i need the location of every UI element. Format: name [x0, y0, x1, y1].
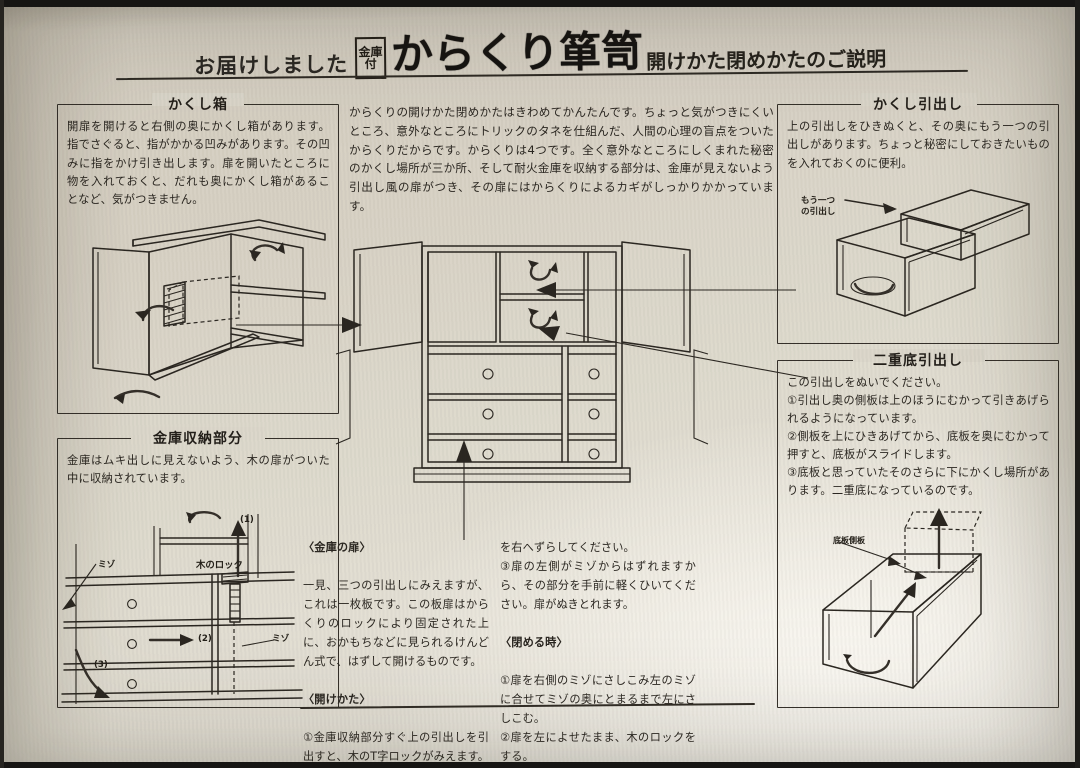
bottom-column-left: 〈金庫の扉〉 一見、三つの引出しにみえますが、これは一枚板です。この板扉はからく… — [303, 519, 489, 768]
headline-safe-badge: 金庫 付 — [354, 36, 387, 80]
photo-edge-right — [1075, 0, 1080, 768]
label-another-drawer: もう一つ の引出し — [801, 196, 836, 217]
cabinet-main-illustration — [335, 241, 709, 483]
panel-nijuzoko-title: 二重底引出し — [777, 350, 1059, 370]
label-step-2: (2) — [198, 634, 212, 644]
headline-badge-line2: 付 — [364, 56, 377, 72]
photo-edge-bottom — [0, 762, 1080, 768]
intro-paragraph: からくりの開けかた閉めかたはきわめてかんたんです。ちょっと気がつきにくいところ、… — [349, 105, 774, 213]
bottom-column-right: を右へずらしてください。 ③扉の左側がミゾからはずれますから、その部分を手前に軽… — [500, 519, 696, 768]
bottom-right-body-1: を右へずらしてください。 ③扉の左側がミゾからはずれますから、その部分を手前に軽… — [500, 541, 696, 612]
photo-edge-top — [0, 0, 1080, 7]
label-step-1: (1) — [240, 515, 254, 525]
bottom-right-body-2: ①扉を右側のミゾにさしこみ左のミゾに合せてミゾの奥にとまるまで左にさしこむ。 ②… — [500, 674, 696, 764]
bottom-left-body-2: ①金庫収納部分すぐ上の引出しを引出すと、木のT字ロックがみえます。このロックをね… — [303, 731, 489, 764]
headline-main-title: からくり箪笥 — [390, 26, 644, 79]
panel-kakushi-hikidashi-text: 上の引出しをひきぬくと、その奥にもう一つの引出しがあります。ちょっと秘密にしてお… — [787, 120, 1050, 170]
cabinet-callout-arrows — [236, 282, 809, 540]
kakushi-bako-illustration — [92, 219, 326, 404]
panel-kakushi-bako-text: 開扉を開けると右側の奥にかくし箱があります。指でさぐると、指がかかる凹みがありま… — [67, 120, 330, 207]
panel-kakushi-hikidashi-title: かくし引出し — [777, 94, 1059, 114]
panel-nijuzoko-text: この引出しをぬいでください。 ①引出し奥の側板は上のほうにむかって引きあげられる… — [787, 376, 1050, 498]
panel-kinko-shuno-text: 金庫はムキ出しに見えないよう、木の扉がついた中に収納されています。 — [67, 454, 330, 486]
photo-edge-left — [0, 0, 4, 768]
label-groove-left: ミゾ — [98, 560, 116, 570]
bottom-left-body-1: 一見、三つの引出しにみえますが、これは一枚板です。この板扉はからくりのロックによ… — [303, 579, 489, 669]
panel-kinko-shuno: 金庫収納部分 金庫はムキ出しに見えないよう、木の扉がついた中に収納されています。 — [57, 427, 339, 708]
label-wooden-lock: 木のロック — [196, 560, 243, 571]
panel-kakushi-bako-title: かくし箱 — [57, 94, 339, 114]
bottom-left-heading-2: 〈開けかた〉 — [303, 693, 371, 707]
panel-kinko-shuno-title: 金庫収納部分 — [57, 428, 339, 448]
kakushi-hikidashi-illustration — [836, 189, 1030, 317]
panel-kakushi-hikidashi: かくし引出し 上の引出しをひきぬくと、その奥にもう一つの引出しがあります。ちょっ… — [777, 93, 1059, 344]
bottom-right-heading-2: 〈閉める時〉 — [500, 636, 568, 650]
label-bottom-side-panel: 底板側板 — [833, 536, 865, 545]
lock-mechanism-illustration — [61, 511, 303, 704]
bottom-left-heading-1: 〈金庫の扉〉 — [303, 541, 371, 555]
panel-nijuzoko: 二重底引出し この引出しをぬいでください。 ①引出し奥の側板は上のほうにむかって… — [777, 349, 1059, 708]
label-step-3: (3) — [94, 660, 108, 670]
panel-kakushi-bako: かくし箱 開扉を開けると右側の奥にかくし箱があります。指でさぐると、指がかかる凹… — [57, 93, 339, 414]
nijuzoko-illustration — [822, 508, 982, 689]
label-groove-right: ミゾ — [272, 634, 290, 644]
